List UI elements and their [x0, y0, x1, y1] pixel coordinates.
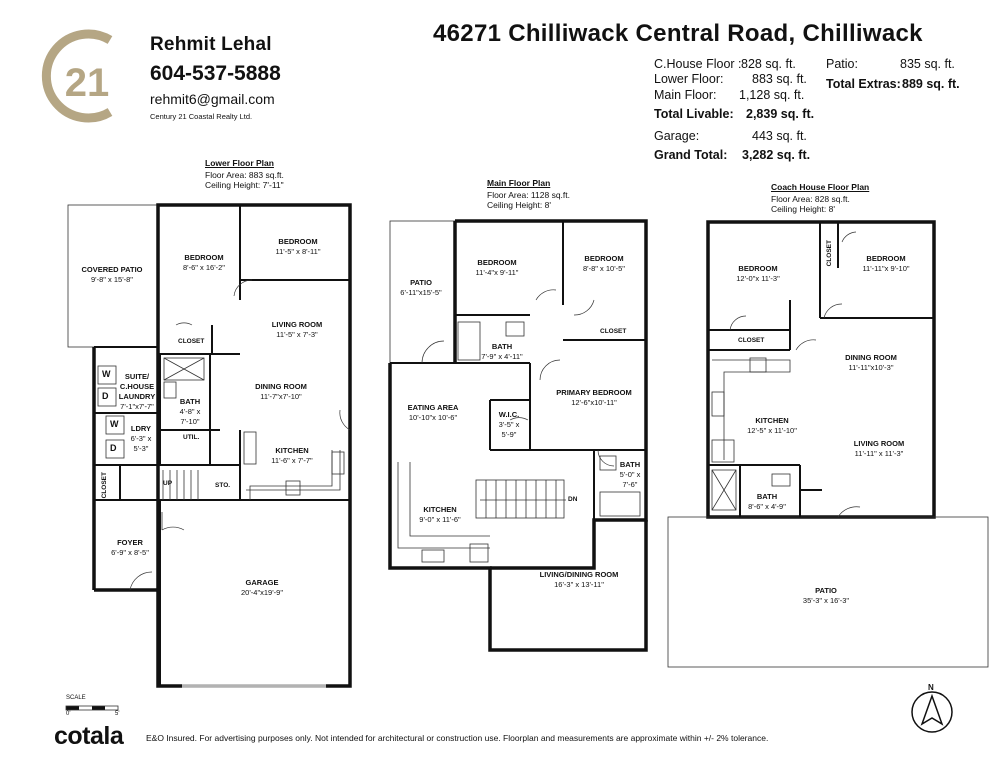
main-stairs-down: DN: [568, 496, 578, 503]
cotala-logo: cotala: [54, 722, 124, 750]
dryer-label-2: D: [110, 443, 117, 453]
livable-value: 2,839 sq. ft.: [746, 107, 815, 121]
logo-text: 21: [65, 61, 110, 105]
coach-area-value: 828 sq. ft.: [741, 57, 796, 71]
dryer-label: D: [102, 391, 109, 401]
scale-label: SCALE: [66, 695, 86, 701]
scale-five: 5': [115, 711, 120, 717]
coach-plan-area: Floor Area: 828 sq.ft.: [771, 194, 850, 204]
scale-zero: 0': [66, 711, 71, 717]
extras-label: Total Extras:: [826, 77, 901, 91]
lower-stairs-up: UP: [163, 480, 173, 487]
coach-closet-vertical: CLOSET: [826, 240, 833, 267]
main-walk-in-closet: W.I.C.3'-5" x 5'-9": [498, 410, 520, 439]
washer-label: W: [102, 369, 111, 379]
lower-area-value: 883 sq. ft.: [752, 72, 807, 86]
extras-value: 889 sq. ft.: [902, 77, 960, 91]
garage-area-value: 443 sq. ft.: [752, 129, 807, 143]
lower-plan-ceiling: Ceiling Height: 7'-11": [205, 180, 284, 190]
main-plan-ceiling: Ceiling Height: 8': [487, 200, 551, 210]
coach-area-label: C.House Floor :: [654, 57, 742, 71]
coach-floor-walls: [667, 220, 989, 668]
lower-utility: UTIL.: [183, 434, 200, 441]
garage-area-label: Garage:: [654, 129, 700, 143]
agent-company: Century 21 Coastal Realty Ltd.: [150, 112, 253, 121]
lower-plan-area: Floor Area: 883 sq.ft.: [205, 170, 284, 180]
lower-plan-title: Lower Floor Plan: [205, 158, 274, 168]
main-plan-area: Floor Area: 1128 sq.ft.: [487, 190, 570, 200]
lower-area-label: Lower Floor:: [654, 72, 724, 86]
patio-area-value: 835 sq. ft.: [900, 57, 955, 71]
coach-plan-title: Coach House Floor Plan: [771, 182, 870, 192]
patio-area-label: Patio:: [826, 57, 858, 71]
century21-logo: 21: [41, 29, 113, 123]
scale-bar: [65, 705, 119, 711]
main-floor-walls: [388, 219, 648, 652]
livable-label: Total Livable:: [654, 107, 734, 121]
agent-phone: 604-537-5888: [150, 62, 281, 85]
lower-storage: STO.: [215, 482, 231, 489]
main-closet: CLOSET: [600, 328, 627, 335]
north-arrow-icon: [911, 691, 953, 733]
coach-closet: CLOSET: [738, 337, 765, 344]
main-area-label: Main Floor:: [654, 88, 717, 102]
lower-closet-2: CLOSET: [101, 472, 108, 499]
property-address: 46271 Chilliwack Central Road, Chilliwac…: [433, 20, 923, 47]
agent-email: rehmit6@gmail.com: [150, 91, 275, 107]
main-plan-title: Main Floor Plan: [487, 178, 551, 188]
washer-label-2: W: [110, 419, 119, 429]
grand-total-value: 3,282 sq. ft.: [742, 148, 811, 162]
lower-floor-walls: [67, 203, 352, 688]
grand-total-label: Grand Total:: [654, 148, 728, 162]
disclaimer: E&O Insured. For advertising purposes on…: [146, 733, 769, 743]
lower-closet: CLOSET: [178, 338, 205, 345]
agent-name: Rehmit Lehal: [150, 34, 272, 55]
main-area-value: 1,128 sq. ft.: [739, 88, 805, 102]
north-label: N: [928, 683, 934, 692]
coach-plan-ceiling: Ceiling Height: 8': [771, 204, 835, 214]
